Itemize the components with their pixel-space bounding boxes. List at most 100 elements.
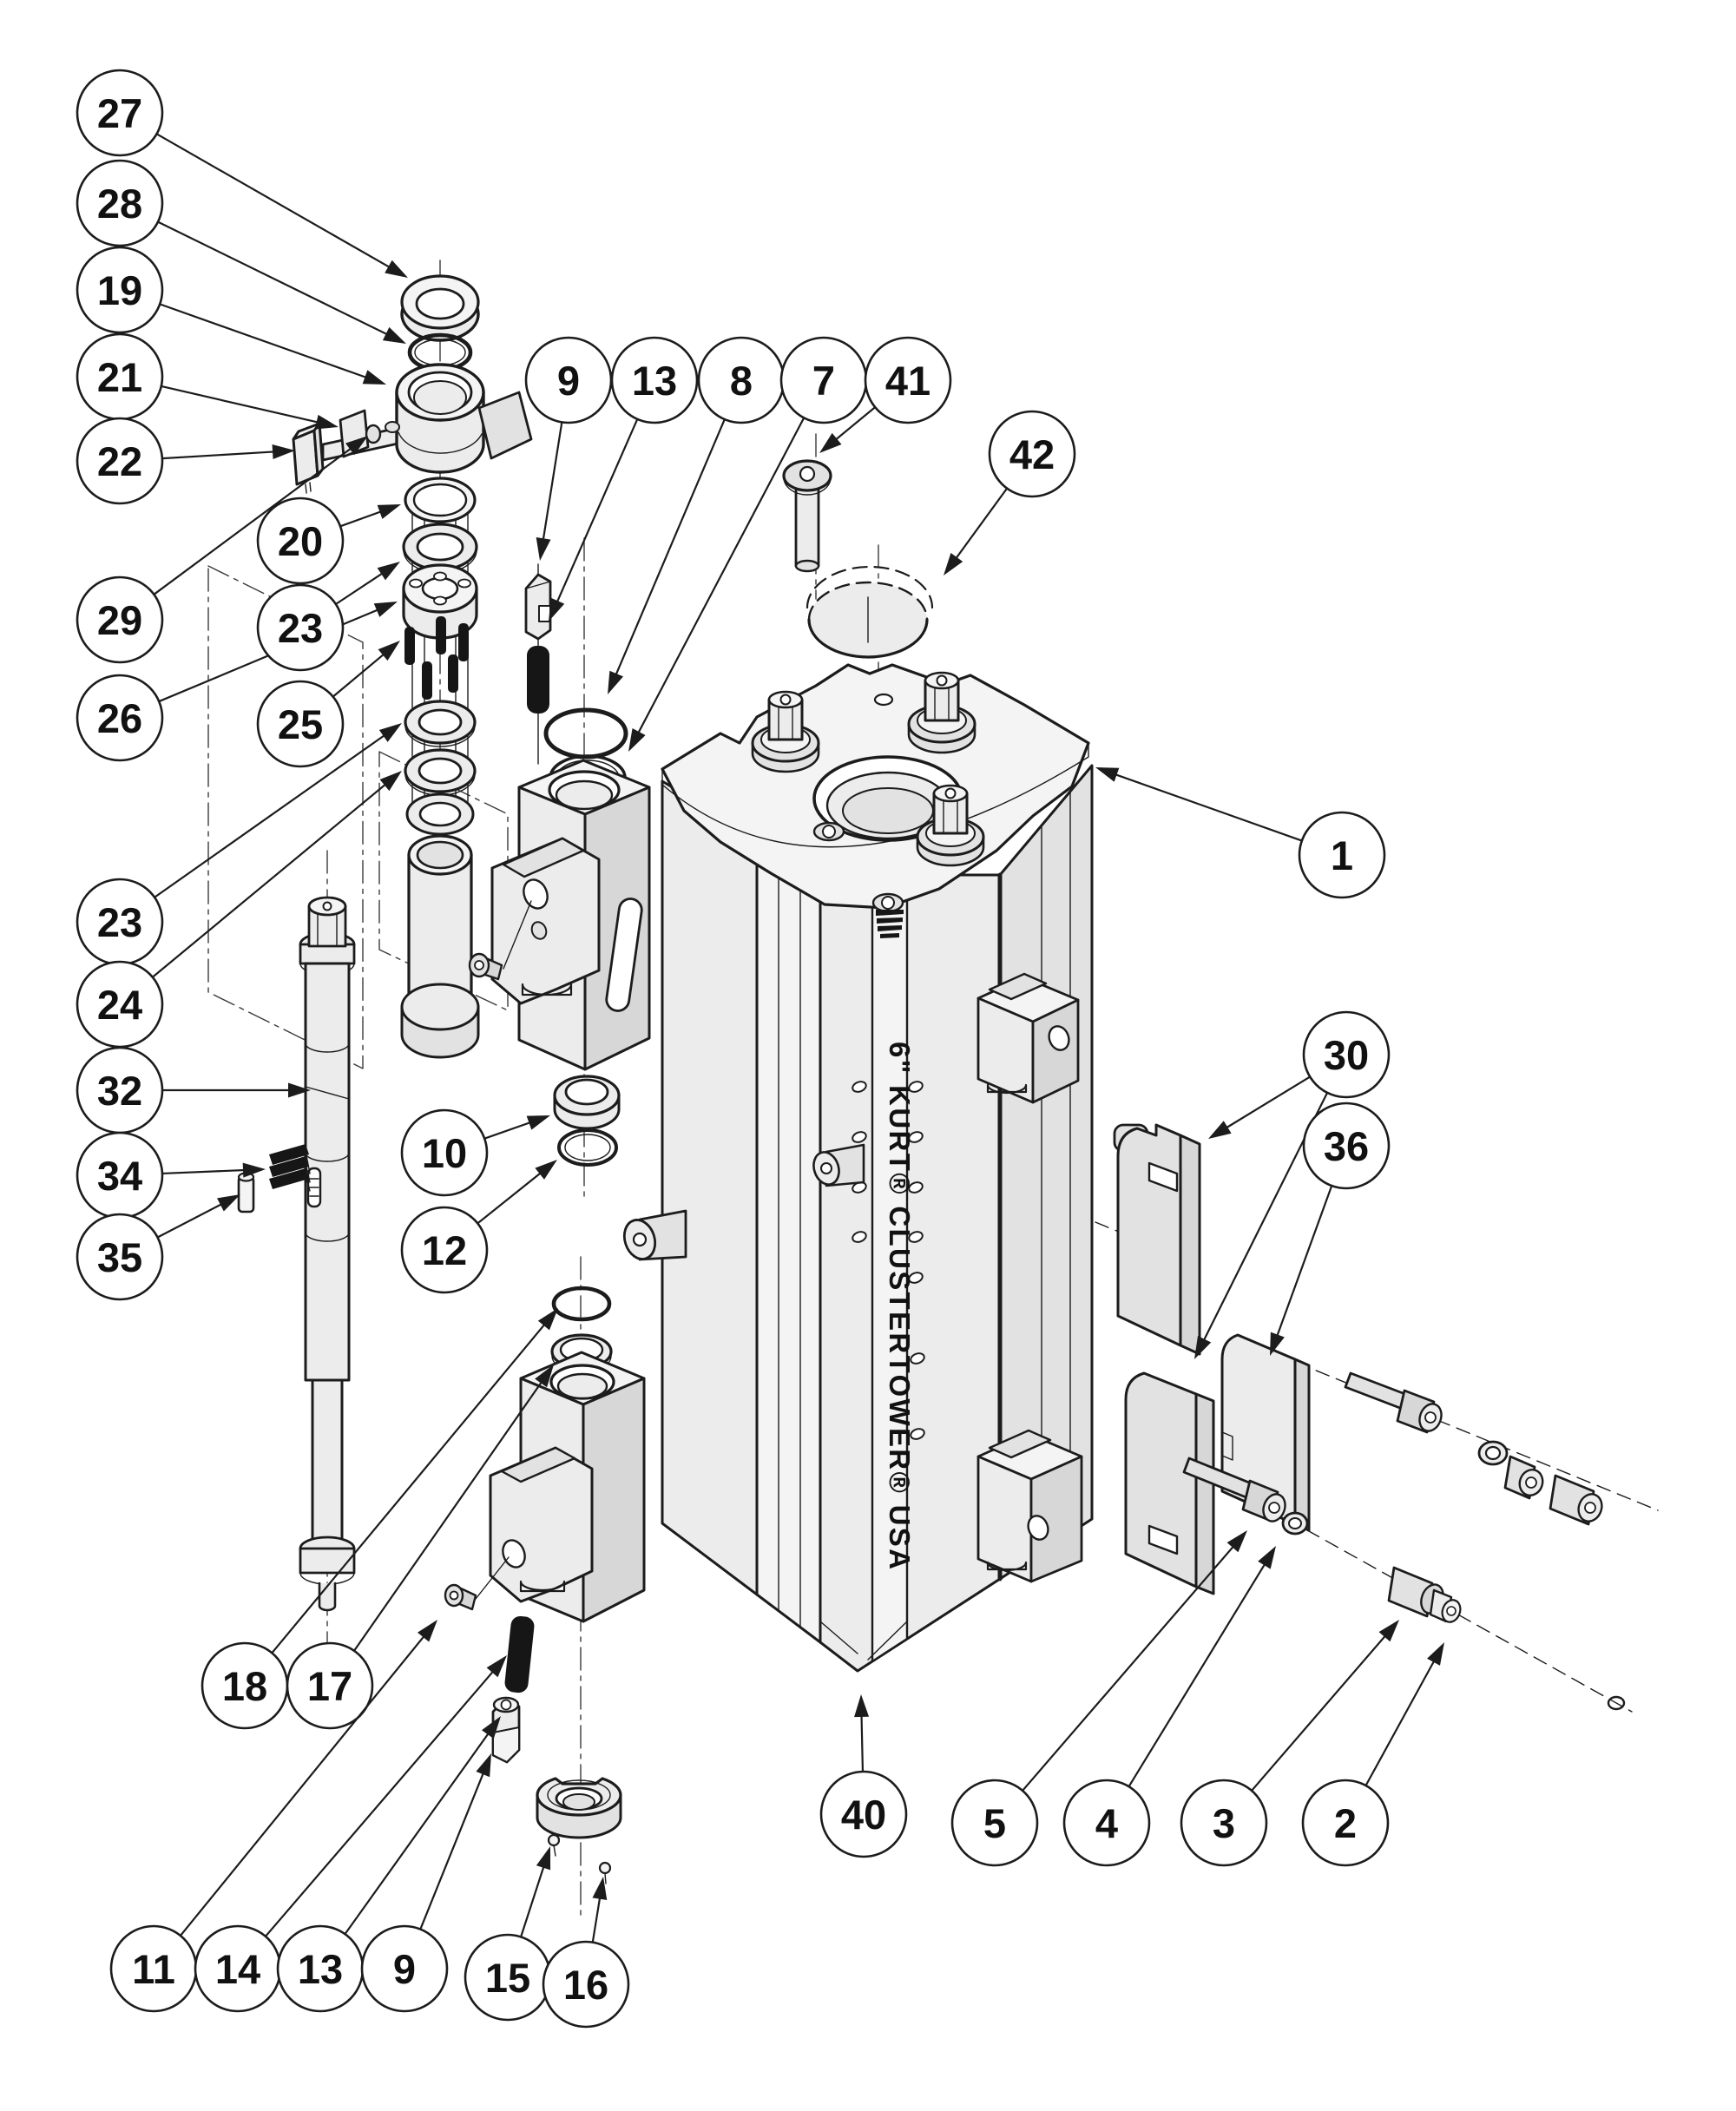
leader-arrow-14: [486, 1655, 507, 1678]
leader-arrow-13b: [481, 1716, 501, 1739]
leader-line-24: [152, 779, 391, 978]
balloon-number-9b: 9: [393, 1946, 416, 1992]
part-split-collar: [292, 363, 533, 494]
leader-line-11: [180, 1631, 429, 1937]
balloon-42: 42: [944, 410, 1076, 575]
part-spring: [504, 1615, 535, 1693]
balloon-circle-17: [286, 1641, 374, 1730]
part-seal-ring: [557, 1128, 618, 1167]
balloon-circle-28: [76, 159, 164, 247]
right-plates-and-fasteners: [1113, 1123, 1626, 1711]
leader-arrow-27: [385, 260, 408, 278]
balloon-number-25: 25: [278, 701, 323, 747]
leader-arrow-15: [536, 1846, 551, 1871]
balloon-number-11: 11: [132, 1946, 175, 1992]
leader-line-34: [161, 1168, 251, 1175]
tower-left-lobe-face: [661, 779, 759, 1596]
leader-line-9b: [419, 1767, 487, 1930]
leader-arrow-30: [1194, 1335, 1212, 1359]
balloon-14: 14: [194, 1655, 507, 2013]
leader-line-4: [1128, 1558, 1269, 1787]
part-key-set: [269, 1144, 311, 1192]
block-window-slot: [605, 898, 643, 1012]
part-washer: [404, 700, 477, 747]
balloon-circle-30: [1302, 1010, 1391, 1099]
balloon-number-23a: 23: [278, 605, 323, 651]
leader-line-21: [161, 385, 324, 425]
part-socket-screw: [1344, 1371, 1443, 1434]
leader-arrow-41: [819, 432, 842, 453]
tower-port-plug: [812, 1143, 865, 1187]
balloon-4: 4: [1062, 1546, 1276, 1867]
lower-manifold-assembly: [444, 1286, 646, 1884]
leader-line-41: [831, 406, 876, 444]
balloon-circle-40: [819, 1770, 908, 1858]
balloon-number-42: 42: [1009, 431, 1055, 477]
leader-arrow-16: [592, 1877, 608, 1901]
balloon-1: 1: [1095, 767, 1386, 899]
balloon-13b: 13: [276, 1716, 501, 2013]
balloon-36: 36: [1270, 1102, 1391, 1356]
leader-arrow-35: [217, 1194, 240, 1212]
balloon-28: 28: [76, 159, 406, 344]
leader-arrow-8: [608, 670, 623, 694]
leader-line-12: [477, 1168, 546, 1225]
balloon-number-15: 15: [485, 1955, 530, 2001]
balloon-35: 35: [76, 1194, 240, 1301]
balloon-number-12: 12: [422, 1227, 467, 1273]
leader-arrow-3: [1378, 1620, 1399, 1642]
part-handle-knob: [292, 422, 325, 494]
balloon-9a: 9: [524, 336, 613, 561]
balloon-number-3: 3: [1213, 1800, 1235, 1846]
top-collar-assembly: [292, 274, 533, 1059]
leader-arrow-40: [854, 1694, 870, 1718]
balloon-number-14: 14: [215, 1946, 260, 1992]
leader-line-15: [520, 1860, 547, 1937]
leader-line-8: [613, 418, 726, 681]
balloon-number-40: 40: [841, 1792, 886, 1838]
balloon-circle-12: [400, 1206, 489, 1294]
balloon-number-34: 34: [97, 1153, 142, 1199]
balloon-number-30: 30: [1324, 1032, 1369, 1078]
leader-line-36: [1274, 1185, 1333, 1342]
collar-side-block: [477, 391, 533, 460]
leader-arrow-7: [628, 728, 646, 752]
tower-corner-post: [751, 690, 820, 773]
part-spring-pin: [547, 1833, 561, 1857]
part-flange-nut: [536, 1777, 622, 1884]
balloon-41: 41: [819, 336, 952, 453]
part-long-rod: [237, 896, 356, 1612]
balloon-12: 12: [400, 1160, 557, 1294]
balloon-30: 30: [1194, 1010, 1391, 1359]
leader-arrow-26: [373, 602, 398, 617]
balloon-number-17: 17: [307, 1663, 352, 1709]
balloon-23a: 23: [256, 562, 400, 672]
balloon-number-10: 10: [422, 1130, 467, 1176]
part-washer: [402, 523, 478, 574]
leader-arrow-36: [1270, 1332, 1285, 1356]
balloon-24: 24: [76, 771, 402, 1049]
part-bearing-ring: [553, 1075, 621, 1130]
balloon-circle-35: [76, 1213, 164, 1301]
part-main-tower: 6" KURT® CLUSTERTOWER® USA: [622, 663, 1094, 1673]
part-movable-jaw: [490, 837, 601, 1005]
leader-line-29: [153, 444, 357, 595]
leader-arrow-34: [242, 1162, 266, 1178]
part-jaw-screw: [468, 900, 532, 981]
leader-line-13b: [344, 1728, 493, 1935]
balloon-circle-1: [1298, 811, 1386, 899]
balloon-8: 8: [608, 336, 786, 694]
leader-arrow-24: [379, 771, 402, 792]
leader-line-13a: [554, 418, 639, 608]
balloon-number-13a: 13: [632, 358, 677, 404]
balloon-17: 17: [286, 1365, 554, 1730]
balloon-number-5: 5: [983, 1800, 1006, 1846]
balloon-19: 19: [76, 246, 386, 385]
leader-arrow-4: [1258, 1546, 1276, 1569]
balloon-32: 32: [76, 1046, 311, 1134]
balloon-23b: 23: [76, 723, 402, 966]
tower-right-lower-jaw: [976, 1429, 1083, 1583]
balloon-2: 2: [1301, 1642, 1444, 1867]
